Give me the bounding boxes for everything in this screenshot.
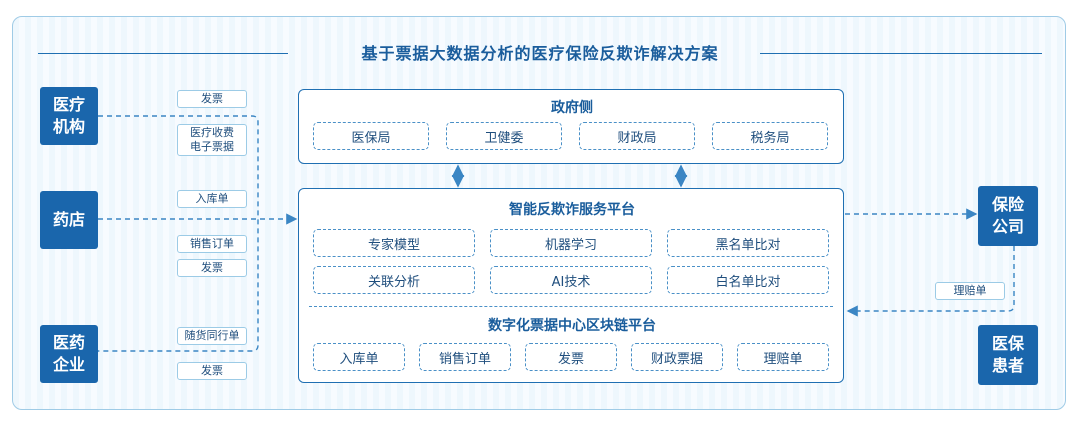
platform-item-machine-learning: 机器学习: [490, 229, 652, 257]
blockchain-item-claim-form: 理赔单: [737, 343, 829, 371]
medical-institution-node: 医疗 机构: [40, 87, 98, 145]
diagram-title: 基于票据大数据分析的医疗保险反欺诈解决方案: [361, 44, 719, 63]
government-box: 政府侧 医保局 卫健委 财政局 税务局: [298, 89, 844, 164]
insured-patient-node: 医保 患者: [978, 325, 1038, 385]
flow-label-receipt-note: 入库单: [177, 190, 247, 208]
gov-item-finance-bureau: 财政局: [579, 122, 695, 150]
blockchain-item-sales-order: 销售订单: [419, 343, 511, 371]
platform-item-whitelist: 白名单比对: [667, 266, 829, 294]
supply-chain-line: [98, 115, 259, 352]
flow-label-delivery-note: 随货同行单: [177, 327, 247, 345]
insured-patient-label: 医保 患者: [991, 334, 1024, 375]
insurance-to-platform-line: [846, 246, 1015, 317]
pharmacy-node: 药店: [40, 191, 98, 249]
flow-label-text: 销售订单: [190, 237, 234, 250]
flow-label-medical-einvoice: 医疗收费 电子票据: [177, 124, 247, 156]
government-title: 政府侧: [551, 100, 593, 116]
pharmacy-label: 药店: [52, 210, 85, 229]
platform-divider: [309, 306, 833, 307]
flow-label-claim-form: 理赔单: [935, 282, 1005, 300]
gov-item-medical-insurance-bureau: 医保局: [313, 122, 429, 150]
flow-label-invoice-top: 发票: [177, 90, 247, 108]
flow-label-invoice-mid: 发票: [177, 259, 247, 277]
blockchain-title: 数字化票据中心区块链平台: [488, 318, 656, 334]
medical-institution-label: 医疗 机构: [52, 95, 85, 136]
title-rule-left: [38, 53, 288, 54]
flow-label-text: 发票: [201, 364, 223, 377]
platform-item-correlation: 关联分析: [313, 266, 475, 294]
platform-title: 智能反欺诈服务平台: [509, 202, 635, 218]
flow-label-text: 医疗收费 电子票据: [190, 126, 234, 153]
flow-label-text: 理赔单: [953, 284, 987, 297]
flow-label-sales-order: 销售订单: [177, 235, 247, 253]
flow-label-text: 随货同行单: [184, 329, 240, 342]
flow-label-invoice-bottom: 发票: [177, 362, 247, 380]
blockchain-item-invoice: 发票: [525, 343, 617, 371]
flow-label-text: 入库单: [195, 192, 229, 205]
gov-item-health-commission: 卫健委: [446, 122, 562, 150]
flow-label-text: 发票: [201, 92, 223, 105]
blockchain-item-receipt-note: 入库单: [313, 343, 405, 371]
pharma-company-label: 医药 企业: [52, 333, 85, 374]
insurance-company-node: 保险 公司: [978, 186, 1038, 246]
blockchain-item-fiscal-bill: 财政票据: [631, 343, 723, 371]
insurance-company-label: 保险 公司: [991, 195, 1024, 236]
gov-item-tax-bureau: 税务局: [712, 122, 828, 150]
pharma-company-node: 医药 企业: [40, 325, 98, 383]
flow-label-text: 发票: [201, 261, 223, 274]
platform-box: 智能反欺诈服务平台 专家模型 机器学习 黑名单比对 关联分析 AI技术 白名单比…: [298, 188, 844, 383]
platform-item-ai: AI技术: [490, 266, 652, 294]
platform-item-expert-model: 专家模型: [313, 229, 475, 257]
platform-item-blacklist: 黑名单比对: [667, 229, 829, 257]
title-rule-right: [760, 53, 1042, 54]
